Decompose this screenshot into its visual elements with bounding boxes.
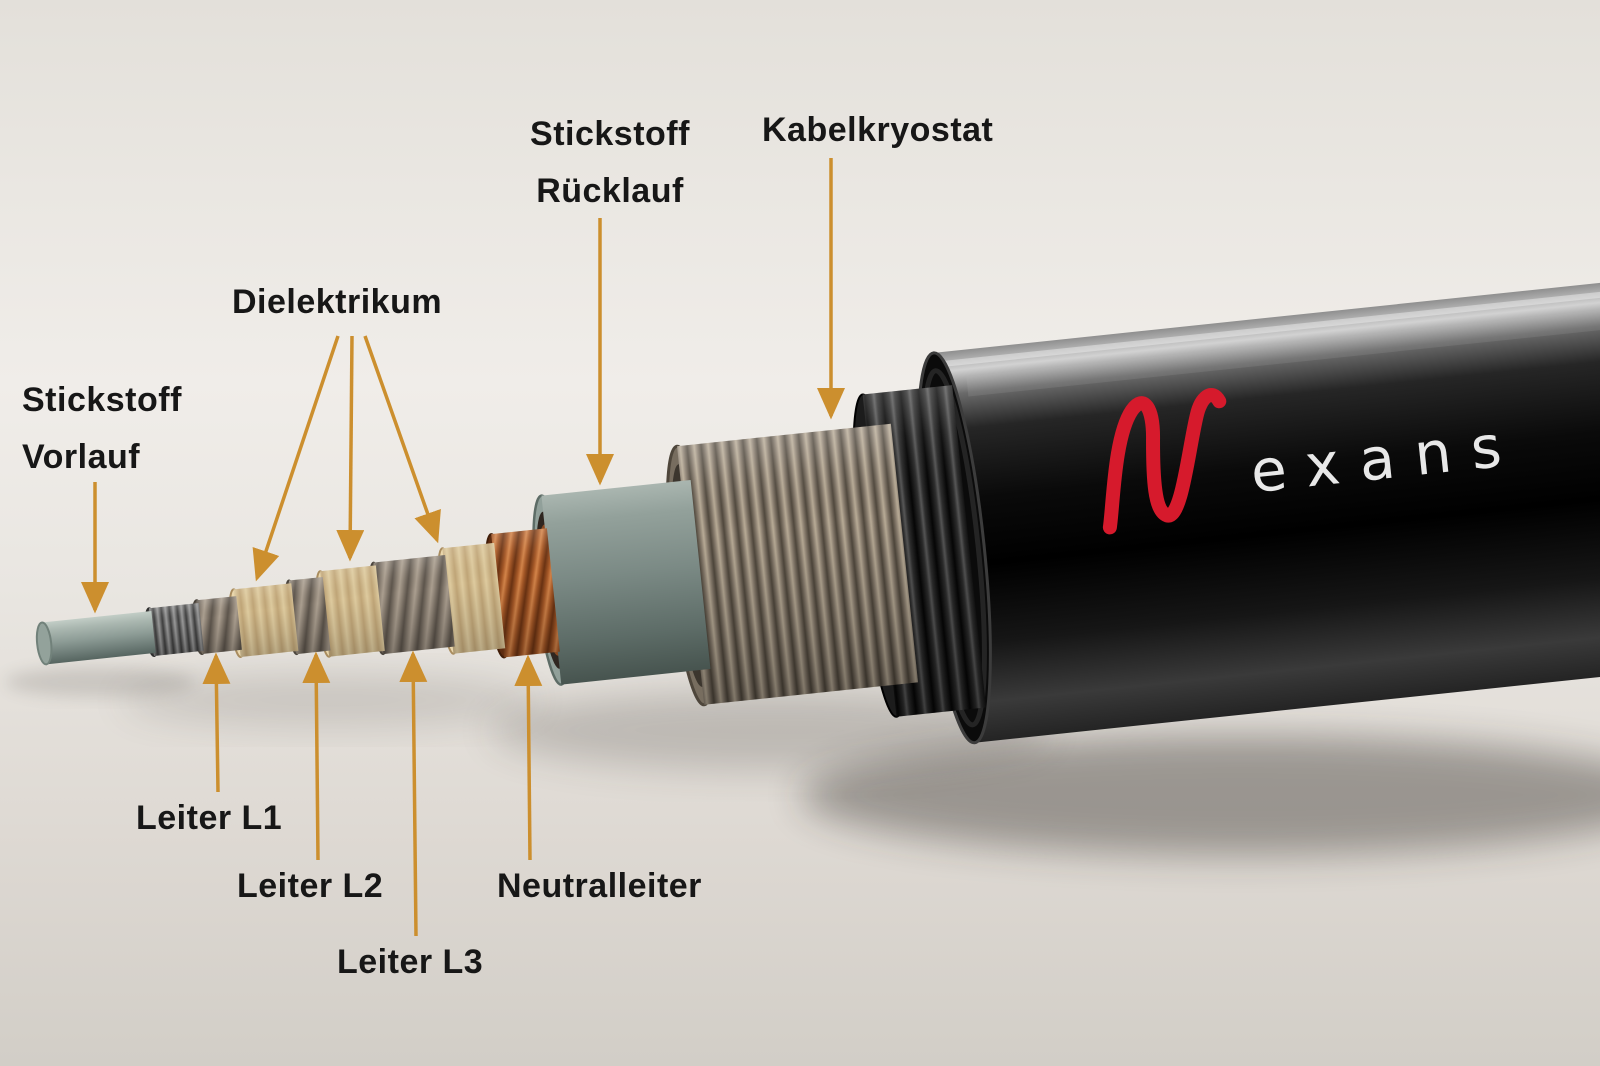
label-stickstoff-ruecklauf-line2: Rücklauf [536, 172, 684, 210]
callout-arrows [81, 158, 845, 937]
label-leiter-l1: Leiter L1 [136, 799, 283, 837]
cable-part-dielektrikum-1 [228, 583, 299, 658]
label-stickstoff-ruecklauf-line1: Stickstoff [530, 115, 690, 153]
cable-part-former [144, 603, 204, 658]
label-dielektrikum: Dielektrikum [232, 283, 443, 321]
label-stickstoff-ruecklauf: Stickstoff Rücklauf [505, 106, 715, 220]
nexans-logo-n-icon [1102, 388, 1227, 535]
arrow-dielektrikum-3 [363, 335, 441, 544]
label-leiter-l2: Leiter L2 [237, 867, 384, 905]
cable-part-outer-jacket: exans [916, 269, 1600, 745]
cable-part-stickstoff-vorlauf [35, 611, 156, 666]
arrow-dielektrikum-2 [336, 335, 365, 562]
label-stickstoff-vorlauf-line1: Stickstoff [22, 381, 182, 419]
label-leiter-l3: Leiter L3 [337, 943, 484, 981]
label-stickstoff-vorlauf: Stickstoff Vorlauf [22, 372, 182, 486]
cable-part-stickstoff-ruecklauf [532, 479, 711, 686]
cable-part-dielektrikum-3 [437, 542, 506, 655]
arrow-neutralleiter [514, 654, 543, 861]
label-neutralleiter: Neutralleiter [497, 867, 702, 905]
cable-part-dielektrikum-2 [315, 565, 385, 658]
label-stickstoff-vorlauf-line2: Vorlauf [22, 438, 141, 476]
arrow-dielektrikum-1 [252, 335, 340, 582]
cable-assembly: exans [35, 269, 1600, 745]
arrow-leiter-l3 [399, 650, 428, 937]
label-kabelkryostat: Kabelkryostat [762, 111, 994, 149]
arrow-leiter-l1 [202, 652, 231, 793]
arrow-leiter-l2 [302, 651, 331, 861]
